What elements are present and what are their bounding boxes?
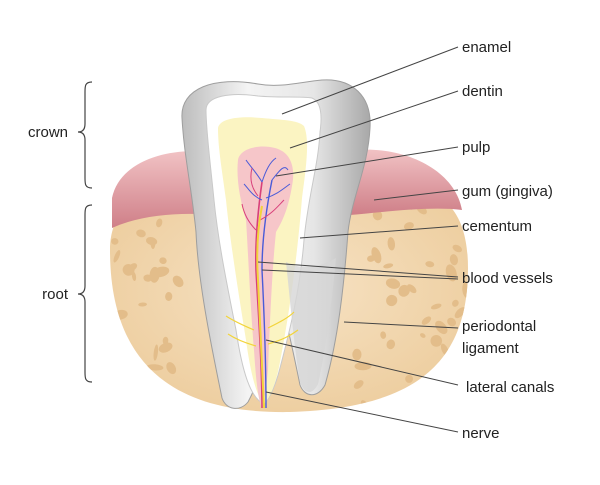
bone-pore — [168, 406, 175, 418]
bone-pore — [106, 291, 114, 303]
label-dentin: dentin — [462, 83, 503, 100]
bone-pore — [451, 389, 467, 408]
label-root: root — [42, 286, 69, 303]
bone-pore — [455, 367, 470, 377]
root-bracket — [78, 205, 92, 382]
label-gum: gum (gingiva) — [462, 183, 553, 200]
leader-enamel — [282, 47, 458, 114]
crown-bracket — [78, 82, 92, 188]
bone-pore — [450, 360, 465, 377]
label-pulp: pulp — [462, 139, 490, 156]
bone-pore — [454, 385, 463, 395]
bone-pore — [106, 351, 120, 366]
label-ligament: ligament — [462, 340, 520, 357]
label-nerve: nerve — [462, 425, 500, 442]
bone-pore — [212, 411, 219, 418]
label-blood-vessels: blood vessels — [462, 270, 553, 287]
bone-pore — [134, 384, 142, 392]
label-periodontal: periodontal — [462, 318, 536, 335]
label-enamel: enamel — [462, 39, 511, 56]
label-cementum: cementum — [462, 218, 532, 235]
label-lateral-canals: lateral canals — [466, 379, 554, 396]
label-crown: crown — [28, 124, 68, 141]
